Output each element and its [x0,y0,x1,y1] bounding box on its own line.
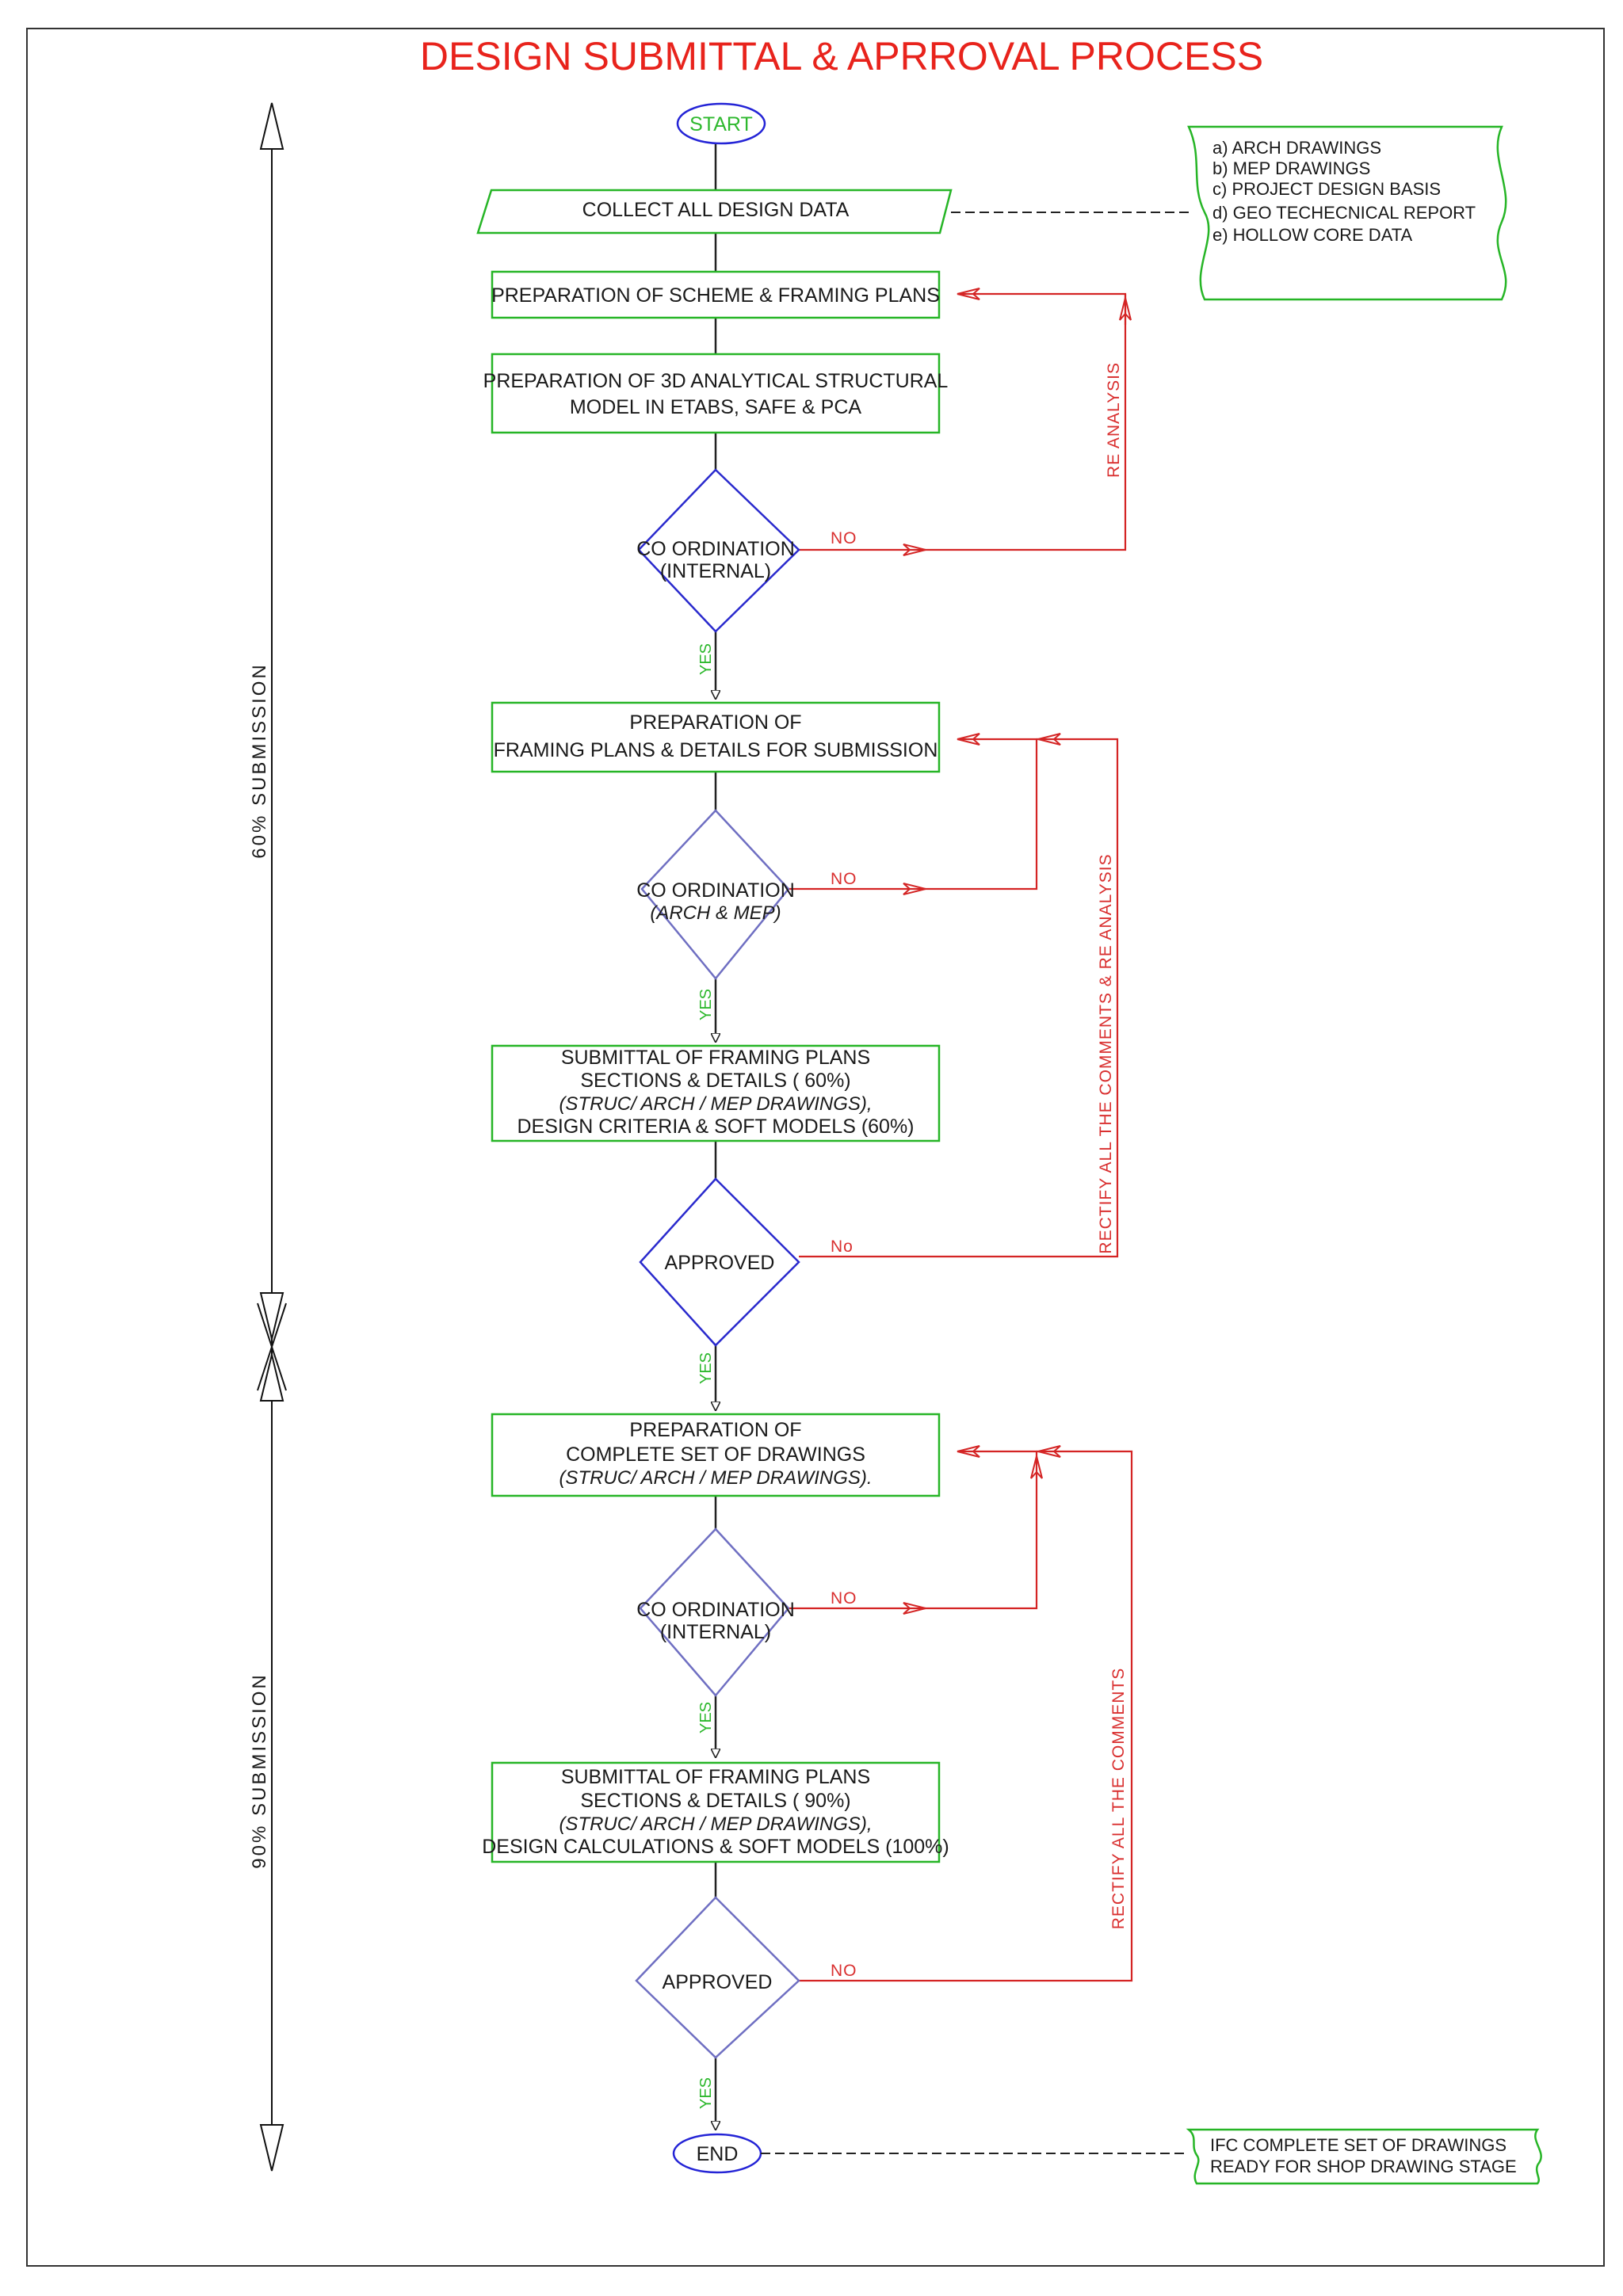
complete-drawings-line: COMPLETE SET OF DRAWINGS [566,1444,865,1466]
submittal-60-step: SUBMITTAL OF FRAMING PLANS SECTIONS & DE… [491,1044,941,1142]
page-frame [26,28,1605,2267]
collect-design-data-step: COLLECT ALL DESIGN DATA [476,189,953,235]
framing-details-line: PREPARATION OF [629,711,801,734]
stage-60-label: 60% SUBMISSION [249,662,270,858]
collect-design-data-label: COLLECT ALL DESIGN DATA [582,199,850,221]
approved-decision-2: APPROVED [635,1896,800,2059]
decision-line: (INTERNAL) [660,1621,771,1643]
rectify-comments-label: RECTIFY ALL THE COMMENTS [1109,1668,1128,1930]
submittal-60-line: SECTIONS & DETAILS ( 60%) [580,1070,850,1092]
end-note-line: IFC COMPLETE SET OF DRAWINGS [1210,2135,1507,2155]
decision-line: CO ORDINATION [636,879,795,902]
no-label-4: NO [831,1589,857,1608]
submittal-90-step: SUBMITTAL OF FRAMING PLANS SECTIONS & DE… [482,1761,949,1863]
framing-details-step: PREPARATION OF FRAMING PLANS & DETAILS F… [491,701,941,773]
complete-drawings-step: PREPARATION OF COMPLETE SET OF DRAWINGS … [491,1413,941,1497]
no-label-5: NO [831,1962,857,1980]
rectify-re-analysis-label: RECTIFY ALL THE COMMENTS & RE ANALYSIS [1097,853,1115,1253]
re-analysis-label: RE ANALYSIS [1105,362,1123,478]
yes-label-4: YES [697,1702,715,1733]
approved-label-2: APPROVED [663,1971,773,1993]
yes-label-5: YES [697,2077,715,2109]
end-label: END [697,2143,739,2165]
submittal-90-line: DESIGN CALCULATIONS & SOFT MODELS (100%) [482,1836,949,1858]
analytical-model-line: MODEL IN ETABS, SAFE & PCA [570,396,861,418]
re-analysis-loop-1 [799,288,1132,556]
analytical-model-step: PREPARATION OF 3D ANALYTICAL STRUCTURAL … [483,353,949,434]
submittal-90-line: SUBMITTAL OF FRAMING PLANS [561,1766,870,1788]
decision-line: (INTERNAL) [660,560,771,582]
coordination-internal-decision-1: CO ORDINATION (INTERNAL) [636,468,800,633]
yes-label-2: YES [697,989,715,1020]
scheme-framing-step: PREPARATION OF SCHEME & FRAMING PLANS [491,270,941,319]
end-note: IFC COMPLETE SET OF DRAWINGS READY FOR S… [1186,2128,1542,2185]
stage-dimension-line [257,102,287,2172]
re-analysis-loop-3 [789,1445,1133,1982]
complete-drawings-line: (STRUC/ ARCH / MEP DRAWINGS). [559,1467,872,1489]
submittal-60-line: (STRUC/ ARCH / MEP DRAWINGS), [559,1093,872,1115]
submittal-90-line: SECTIONS & DETAILS ( 90%) [580,1790,850,1812]
analytical-model-line: PREPARATION OF 3D ANALYTICAL STRUCTURAL [483,370,949,392]
coordination-arch-mep-decision: CO ORDINATION (ARCH & MEP) [636,809,795,980]
coordination-internal-decision-2: CO ORDINATION (INTERNAL) [636,1527,795,1697]
no-label-3: No [831,1238,854,1256]
re-analysis-loop-2 [789,733,1119,1258]
start-terminal: START [676,102,766,145]
no-label-1: NO [831,529,857,547]
decision-line: CO ORDINATION [636,538,795,560]
no-label-2: NO [831,870,857,888]
start-label: START [689,113,753,135]
complete-drawings-line: PREPARATION OF [629,1419,801,1441]
design-data-item: e) HOLLOW CORE DATA [1212,225,1413,245]
design-data-item: c) PROJECT DESIGN BASIS [1212,179,1441,199]
approved-label-1: APPROVED [665,1252,775,1274]
stage-90-label: 90% SUBMISSION [249,1672,270,1868]
yes-label-1: YES [697,643,715,675]
decision-line: (ARCH & MEP) [650,902,781,924]
scheme-framing-label: PREPARATION OF SCHEME & FRAMING PLANS [491,284,940,307]
submittal-90-line: (STRUC/ ARCH / MEP DRAWINGS), [559,1814,872,1835]
end-terminal: END [672,2133,762,2174]
design-data-item: b) MEP DRAWINGS [1212,158,1370,178]
end-note-line: READY FOR SHOP DRAWING STAGE [1210,2157,1517,2176]
submittal-60-line: SUBMITTAL OF FRAMING PLANS [561,1047,870,1069]
design-data-item: a) ARCH DRAWINGS [1212,138,1381,158]
framing-details-line: FRAMING PLANS & DETAILS FOR SUBMISSION [494,739,938,761]
submittal-60-line: DESIGN CRITERIA & SOFT MODELS (60%) [517,1116,914,1138]
decision-line: CO ORDINATION [636,1599,795,1621]
page-title: DESIGN SUBMITTAL & APRROVAL PROCESS [420,34,1263,78]
approved-decision-1: APPROVED [639,1177,800,1347]
yes-label-3: YES [697,1352,715,1384]
design-data-note: a) ARCH DRAWINGS b) MEP DRAWINGS c) PROJ… [1187,125,1507,301]
design-data-item: d) GEO TECHECNICAL REPORT [1212,203,1476,223]
